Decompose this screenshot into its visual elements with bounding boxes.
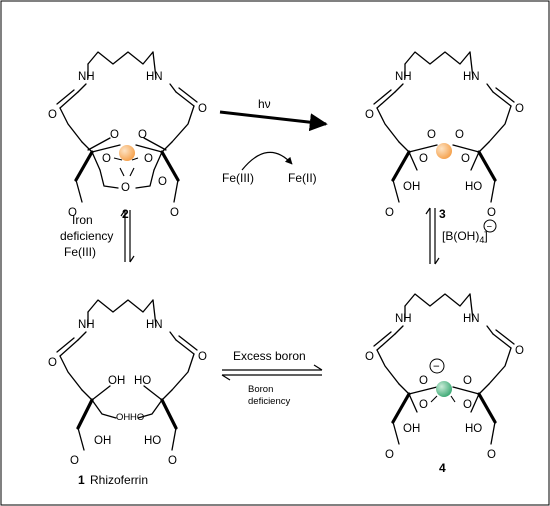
atom-hn: HN [463,313,480,325]
atom-o: O [48,357,57,369]
compound-4: NH HN O O O O O O − OH HO O O 4 [365,293,524,475]
compound-number: 3 [439,207,446,221]
atom-oh: OH [116,412,130,423]
charge-sign: − [487,222,493,233]
atom-o: O [121,182,130,194]
arrow-left-equilibrium: Iron deficiency Fe(III) [60,209,135,263]
atom-oh: OH [403,181,420,193]
atom-o: O [515,103,524,115]
label-iron: Iron [72,213,93,227]
atom-ho: HO [144,435,161,447]
iron-atom [119,145,135,161]
atom-o: O [170,207,179,219]
iron-atom [436,143,452,159]
atom-o: O [427,129,436,141]
atom-oh: OH [94,435,111,447]
atom-o: O [385,449,394,461]
label-fe2: Fe(II) [288,171,317,185]
compound-1-rhizoferrin: NH HN O O OH HO OH HO OH HO O O 1 Rhizof… [48,299,207,487]
arrow-bottom-equilibrium: Excess boron Boron deficiency [221,349,323,407]
atom-oh: OH [108,375,125,387]
arrow-top: hν Fe(III) Fe(II) [219,97,328,185]
atom-o: O [365,109,374,121]
label-fe3: Fe(III) [222,171,254,185]
atom-o: O [419,375,428,387]
atom-o: O [110,129,119,141]
atom-o: O [463,375,472,387]
label-boron-deficiency: deficiency [248,396,290,407]
charge-sign: − [433,361,440,373]
atom-o: O [144,153,153,165]
atom-o: O [198,351,207,363]
atom-o: O [70,455,79,467]
atom-o: O [463,399,472,411]
atom-nh: NH [395,313,412,325]
atom-o: O [158,176,167,188]
label-hv: hν [258,97,271,111]
atom-o: O [168,455,177,467]
atom-nh: NH [78,71,95,83]
label-excess-boron: Excess boron [233,349,306,363]
atom-o: O [461,153,470,165]
atom-ho: HO [465,181,482,193]
atom-o: O [385,207,394,219]
atom-o: O [68,207,77,219]
atom-hn: HN [146,71,163,83]
charge-circle [429,358,445,374]
atom-hn: HN [146,319,163,331]
atom-o: O [419,399,428,411]
arrow-right-equilibrium: [B(OH)4] − [425,207,497,265]
atom-o: O [455,129,464,141]
label-deficiency: deficiency [60,229,113,243]
compound-name: Rhizoferrin [90,473,148,487]
atom-o: O [48,109,57,121]
compound-3: NH HN O O O O O O OH HO O O 3 [365,51,524,221]
atom-ho: HO [130,412,144,423]
label-boron: Boron [248,384,273,395]
atom-o: O [102,153,111,165]
atom-ho: HO [134,375,151,387]
compound-number: 4 [439,461,446,475]
atom-o: O [365,351,374,363]
atom-oh: OH [403,423,420,435]
atom-ho: HO [465,423,482,435]
atom-hn: HN [463,71,480,83]
atom-nh: NH [78,319,95,331]
compound-number: 1 [78,473,85,487]
atom-o: O [515,345,524,357]
boron-atom [436,381,452,397]
label-borate: [B(OH)4] [442,229,488,245]
atom-o: O [419,153,428,165]
atom-o: O [487,449,496,461]
atom-nh: NH [395,71,412,83]
compound-2: NH HN O O O O O O O O O O 2 [48,51,207,221]
atom-o: O [138,129,147,141]
label-fe3-left: Fe(III) [64,245,96,259]
atom-o: O [198,103,207,115]
atom-o: O [487,207,496,219]
charge-circle [483,219,497,233]
